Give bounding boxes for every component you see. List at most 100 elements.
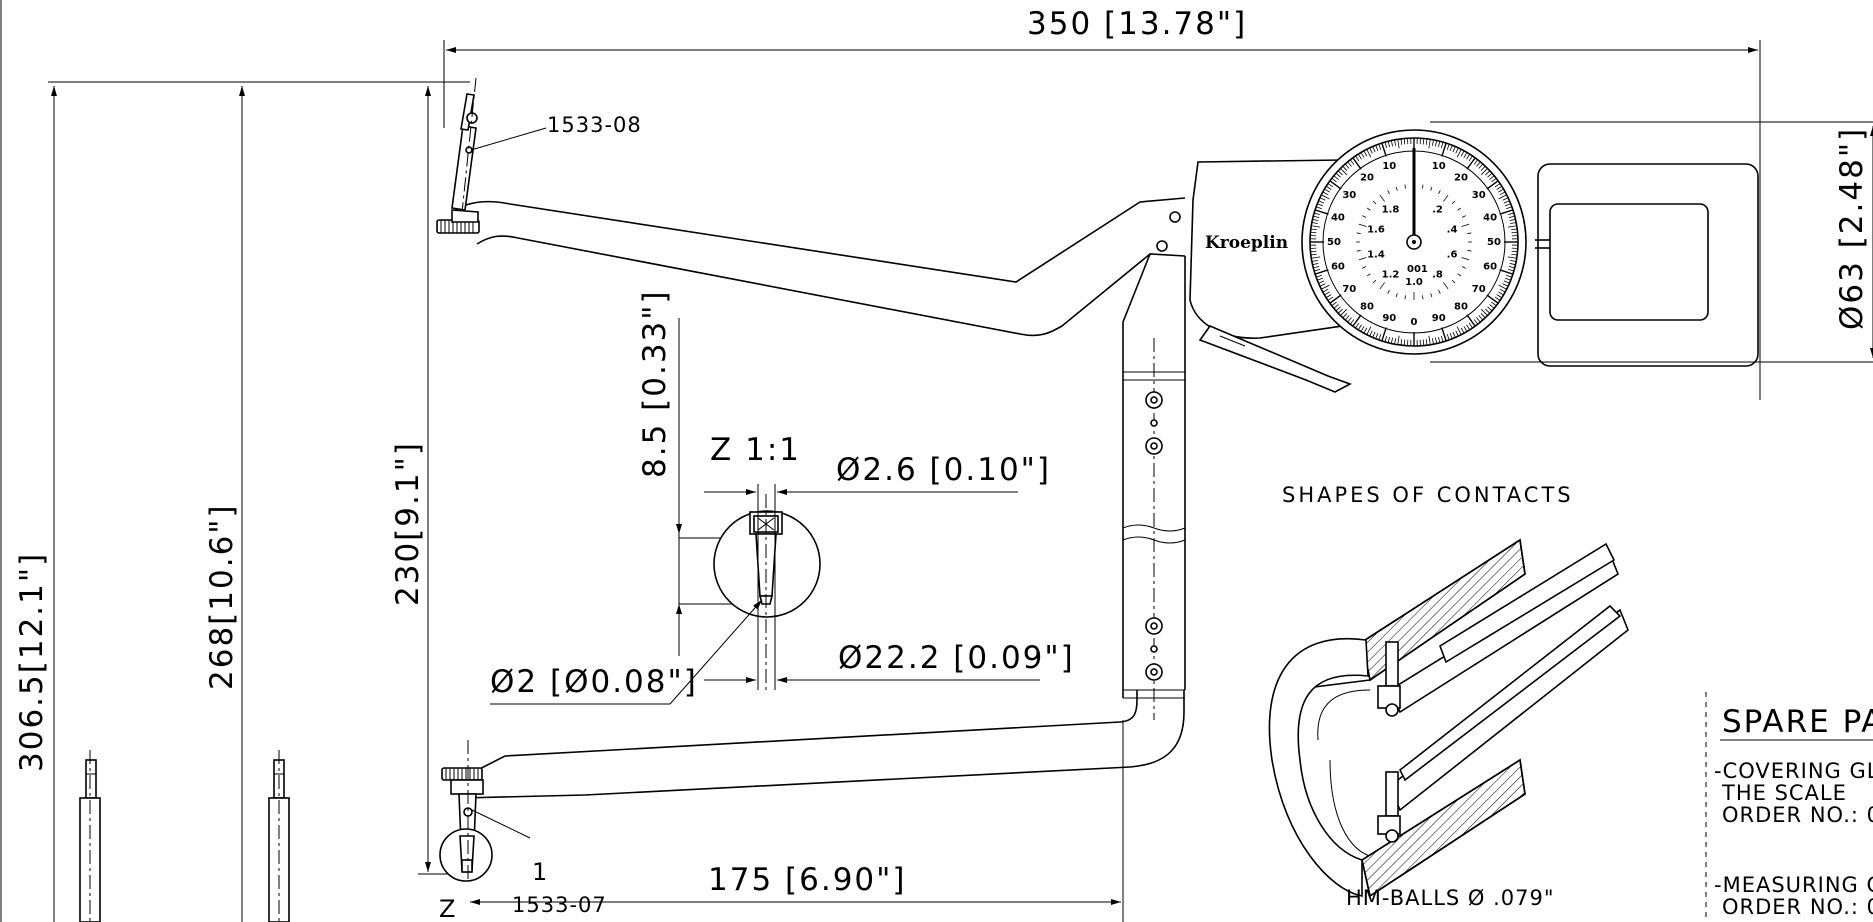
dimension-height-230: 230[9.1"] [390,86,470,875]
dial-tick [1452,146,1456,153]
probe-sketch-left [79,750,290,922]
dial-tick [1311,256,1321,259]
dial-label-left: 20 [1360,172,1374,183]
dial-inner-tick [1362,266,1367,269]
dial-tick [1455,330,1459,337]
dial-tick [1446,144,1450,150]
dial-tick [1310,250,1317,253]
height-230-label: 230[9.1"] [390,441,426,606]
dial-tick [1347,161,1352,167]
dial-tick [1480,165,1486,171]
dial-tick [1425,339,1428,346]
detail-label: Z 1:1 [710,432,801,468]
dial-tick [1485,308,1491,314]
dial-label-right: 10 [1432,161,1446,172]
dial-tick [1360,326,1365,332]
dial-tick [1327,183,1334,188]
dial-inner-label: .4 [1447,225,1458,236]
dial-tick [1335,306,1341,312]
dial-tick [1428,335,1431,345]
detail-z: Z 1:1 8.5 [0.33"] Ø2.6 [0.10"] Ø22.2 [0.… [490,289,1073,705]
dial-tick [1360,152,1365,158]
dial-inner-tick [1358,223,1367,227]
dial-tick [1311,259,1318,262]
dial-label-left: 50 [1327,237,1341,248]
overall-length-label: 350 [13.78"] [1027,6,1247,42]
spare-item2-line2: ORDER NO.: 0 [1722,895,1873,919]
dial-tick [1313,215,1320,219]
dial-inner-tick [1395,293,1398,298]
dial-diameter-label: Ø63 [2.48"] [1834,127,1870,330]
dial-tick [1510,222,1517,225]
dial-tick [1434,140,1438,147]
dial-tick [1455,147,1459,154]
dial-label-right: 80 [1454,302,1468,313]
dial-inner-tick [1461,257,1470,261]
dial-tick [1422,339,1425,346]
dial-inner-tick [1443,282,1449,290]
dial-inner-tick [1467,250,1472,252]
dial-tick [1310,228,1317,231]
dial-tick [1342,165,1348,171]
dial-label-left: 80 [1360,302,1374,313]
dial-tick [1344,315,1350,321]
dial-tick [1333,304,1339,309]
dial-inner-label: .2 [1432,205,1443,216]
dial-inner-tick [1387,190,1390,195]
dial-inner-label: 1.8 [1382,205,1400,216]
dial-tick [1340,308,1348,316]
dial-inner-tick [1422,184,1424,189]
upper-arm: 1533-08 [436,77,1186,337]
dial-tick [1456,149,1462,158]
dial-label-right: 20 [1454,172,1468,183]
dial-tick [1480,168,1488,176]
dial-tick [1437,336,1441,343]
dial-tick [1487,306,1493,312]
upper-part-number: 1533-08 [547,113,642,137]
dial-inner-tick [1430,186,1433,191]
dial-tick [1329,180,1342,190]
dial-inner-tick [1356,250,1361,252]
dial-tick [1511,228,1518,231]
dial-tick [1313,265,1320,269]
dial-tick [1319,197,1326,201]
dial-tick [1466,157,1476,170]
dial-tick [1503,200,1510,204]
dial-tick [1485,170,1491,176]
dial-inner-tick [1404,184,1406,189]
dial-tick [1480,308,1488,316]
dial-tick [1509,218,1516,222]
dial-inner-label: .8 [1432,269,1443,280]
dial-tick [1394,139,1397,146]
dial-inner-tick [1430,293,1433,298]
dial-tick [1397,335,1400,345]
dial-tick [1473,159,1479,165]
detail-marker: Z [439,895,457,922]
dial-tick [1387,141,1391,148]
dial-label-left: 30 [1342,190,1356,201]
dial-tick [1449,332,1453,339]
lower-arm: 1 1533-07 Z [439,690,1185,922]
dial-tick [1476,317,1481,323]
dial-inner-tick [1461,266,1466,269]
height-268-label: 268[10.6"] [204,503,240,690]
dial-inner-tick [1422,295,1424,300]
dial-tick [1400,138,1403,145]
dial-tick [1456,326,1462,335]
dial-tick [1498,194,1507,200]
dial-tick [1489,175,1495,180]
dial-inner-tick [1366,273,1371,277]
dial-inner-label: 1.2 [1382,269,1400,280]
dial-inner-tick [1451,279,1456,284]
dial-tick [1390,337,1394,344]
dial-label-left: 70 [1342,284,1356,295]
dial-scale-ticks [1310,138,1518,346]
tip-length-label: 8.5 [0.33"] [637,289,673,478]
dial-inner-tick [1387,289,1390,294]
dial-tick [1372,146,1376,153]
dial-tick [1511,250,1518,253]
dial-inner-label: 1.4 [1367,249,1385,260]
dial-tick [1473,319,1479,325]
dial-tick [1355,155,1360,162]
